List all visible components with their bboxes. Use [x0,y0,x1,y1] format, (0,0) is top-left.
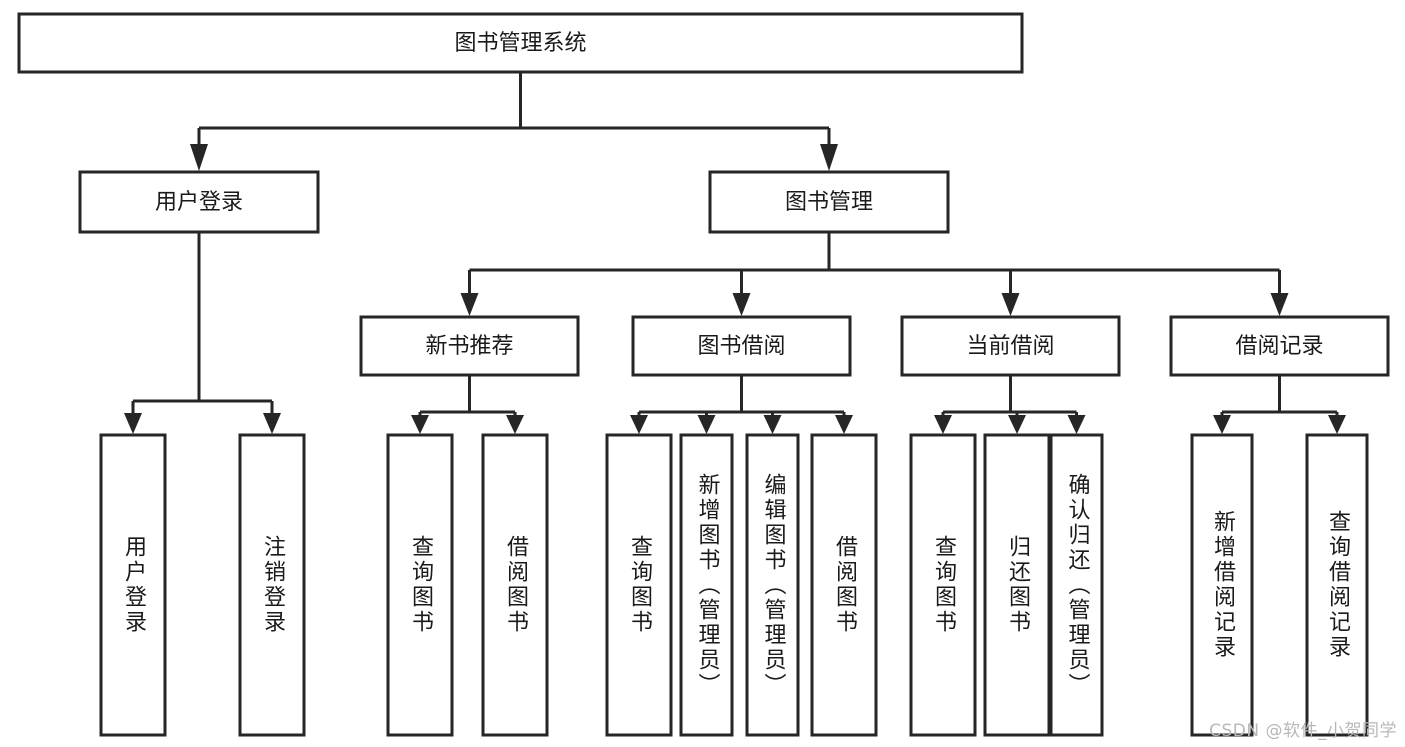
arrow-head-leaf-query-book-3 [934,415,952,434]
watermark-text: CSDN @软件_小贺同学 [1209,721,1397,741]
node-label-book-management: 图书管理 [785,190,873,215]
arrow-head-leaf-borrow-book-2 [835,415,853,434]
node-box-user-login[interactable] [78,170,320,234]
arrow-head-current-borrow [1001,293,1020,316]
node-box-leaf-user-login[interactable] [99,433,167,737]
node-label-borrow-record: 借阅记录 [1235,334,1323,359]
boxes-layer [17,12,1390,737]
arrow-head-leaf-user-login [124,413,142,434]
node-box-leaf-query-book-1[interactable] [386,433,454,737]
node-box-current-borrow[interactable] [900,315,1121,377]
node-box-leaf-query-borrow-record[interactable] [1305,433,1369,737]
arrow-head-leaf-query-book-2 [630,415,648,434]
arrow-head-new-book-recommend [460,293,479,316]
node-label-book-borrow: 图书借阅 [697,334,785,359]
node-box-leaf-borrow-book-1[interactable] [481,433,549,737]
node-box-leaf-add-borrow-record[interactable] [1190,433,1254,737]
node-box-leaf-borrow-book-2[interactable] [810,433,878,737]
arrow-head-leaf-logout-login [263,413,281,434]
arrow-head-leaf-query-borrow-record [1328,415,1346,434]
node-box-root[interactable] [17,12,1024,74]
arrow-head-borrow-record [1270,293,1289,316]
node-box-new-book-recommend[interactable] [359,315,580,377]
node-label-root: 图书管理系统 [454,31,586,56]
node-box-leaf-query-book-2[interactable] [605,433,673,737]
arrow-head-book-management [820,144,838,171]
arrow-head-leaf-edit-book-admin [763,415,782,434]
arrow-head-leaf-query-book-1 [411,415,429,434]
node-box-leaf-logout-login[interactable] [238,433,306,737]
node-label-new-book-recommend: 新书推荐 [425,334,513,359]
arrow-head-leaf-add-borrow-record [1213,415,1231,434]
node-box-leaf-query-book-3[interactable] [909,433,977,737]
node-box-leaf-confirm-return-admin[interactable] [1049,433,1104,737]
arrow-head-leaf-confirm-return-admin [1067,415,1086,434]
arrow-head-leaf-borrow-book-1 [506,415,524,434]
connectors-layer [124,72,1346,434]
arrow-head-book-borrow [732,293,751,316]
node-box-book-borrow[interactable] [631,315,852,377]
node-label-user-login: 用户登录 [155,190,243,215]
arrow-head-user-login [190,144,208,171]
node-box-book-management[interactable] [708,170,950,234]
node-label-current-borrow: 当前借阅 [966,334,1054,359]
node-box-leaf-edit-book-admin[interactable] [745,433,800,737]
node-box-borrow-record[interactable] [1169,315,1390,377]
node-box-leaf-add-book-admin[interactable] [679,433,734,737]
arrow-head-leaf-add-book-admin [697,415,716,434]
arrow-head-leaf-return-book [1008,415,1026,434]
node-box-leaf-return-book[interactable] [983,433,1051,737]
